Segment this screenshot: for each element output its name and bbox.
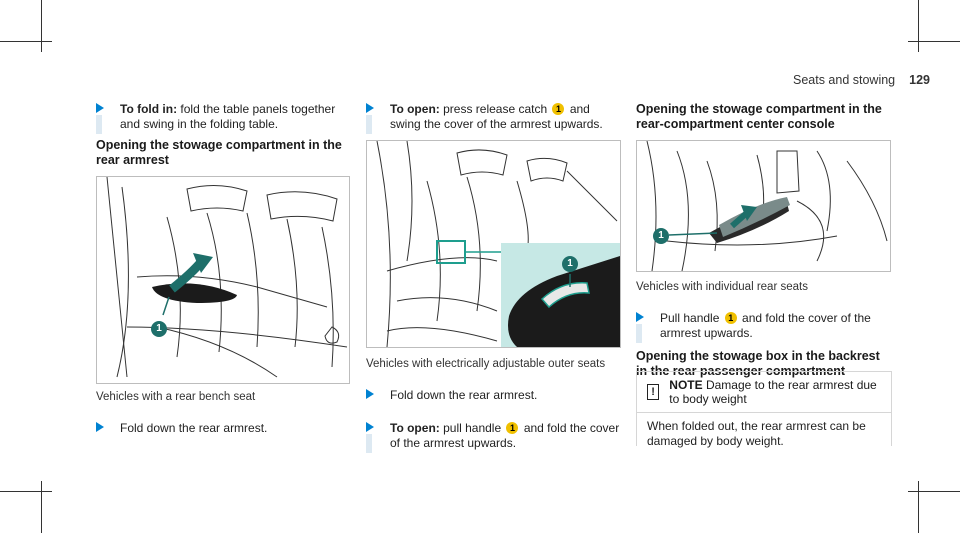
step-arrow-icon <box>366 389 374 399</box>
crop-mark <box>41 481 42 533</box>
step-pull-handle: Pull handle 1 and fold the cover of the … <box>636 311 892 343</box>
step-text: pull handle <box>439 421 505 435</box>
illustration-adjustable-seats <box>376 141 620 347</box>
step-fold-in: To fold in: fold the table panels togeth… <box>96 102 350 134</box>
figure-center-console: 1 <box>636 140 891 272</box>
step-fold-down: Fold down the rear armrest. <box>366 388 620 403</box>
step-text: and swing the cover of the armrest upwar… <box>390 102 603 131</box>
step-fold-down: Fold down the rear armrest. <box>96 421 350 436</box>
crop-mark <box>41 0 42 52</box>
section-title: Seats and stowing <box>792 73 896 87</box>
note-box: ! NOTE Damage to the rear armrest due to… <box>636 371 892 448</box>
figure-rear-bench-seat: 1 <box>96 176 350 384</box>
step-text: and fold the cover of the armrest upward… <box>390 421 620 450</box>
column-1: To fold in: fold the table panels togeth… <box>96 102 350 168</box>
note-text: Damage to the rear armrest due to body w… <box>669 378 877 406</box>
step-text: fold the table panels together and swing… <box>120 102 336 131</box>
crop-mark <box>0 491 52 492</box>
section-heading: Opening the stowage compartment in the r… <box>636 102 882 131</box>
step-text: press release catch <box>439 102 551 116</box>
note-header: ! NOTE Damage to the rear armrest due to… <box>637 372 891 413</box>
column-3-lower: Vehicles with individual rear seats Pull… <box>636 281 892 379</box>
crop-mark <box>918 481 919 533</box>
crop-mark <box>918 0 919 52</box>
figure-badge: 1 <box>567 258 573 269</box>
step-arrow-icon <box>96 103 104 113</box>
running-header: Seats and stowing 129 <box>793 73 930 87</box>
step-arrow-icon <box>636 312 644 322</box>
crop-mark <box>0 41 52 42</box>
step-text: Pull handle <box>660 311 723 325</box>
column-2-lower: Vehicles with electrically adjustable ou… <box>366 358 620 453</box>
note-title: NOTE <box>669 378 703 392</box>
step-arrow-icon <box>366 103 374 113</box>
column-1-lower: Vehicles with a rear bench seat Fold dow… <box>96 391 350 436</box>
step-arrow-icon <box>366 422 374 432</box>
step-label: To open: <box>390 102 440 116</box>
callout-badge: 1 <box>724 312 737 324</box>
step-arrow-icon <box>96 422 104 432</box>
step-bar <box>636 324 642 343</box>
step-text: and fold the cover of the armrest upward… <box>660 311 871 340</box>
column-3: Opening the stowage compartment in the r… <box>636 102 892 132</box>
warning-icon: ! <box>647 384 660 400</box>
step-text: Fold down the rear armrest. <box>120 421 268 435</box>
step-open-handle: To open: pull handle 1 and fold the cove… <box>366 421 620 453</box>
step-bar <box>366 434 372 453</box>
step-bar <box>366 115 372 134</box>
illustration-center-console <box>646 141 888 271</box>
page-number: 129 <box>909 73 930 87</box>
step-label: To open: <box>390 421 440 435</box>
figure-badge: 1 <box>658 230 664 241</box>
figure-caption: Vehicles with individual rear seats <box>636 281 808 293</box>
step-bar <box>96 115 102 134</box>
step-label: To fold in: <box>120 102 178 116</box>
callout-badge: 1 <box>506 422 519 434</box>
section-heading: Opening the stowage compartment in the r… <box>96 138 342 167</box>
crop-mark <box>908 41 960 42</box>
column-2: To open: press release catch 1 and swing… <box>366 102 620 134</box>
crop-mark <box>908 491 960 492</box>
step-text: Fold down the rear armrest. <box>390 388 538 402</box>
figure-adjustable-seats: 1 <box>366 140 621 348</box>
figure-caption: Vehicles with electrically adjustable ou… <box>366 358 606 370</box>
figure-badge: 1 <box>156 323 162 334</box>
illustration-rear-bench <box>106 177 348 378</box>
figure-caption: Vehicles with a rear bench seat <box>96 391 256 403</box>
note-body: When folded out, the rear armrest can be… <box>647 419 866 448</box>
callout-badge: 1 <box>552 103 565 115</box>
step-open-catch: To open: press release catch 1 and swing… <box>366 102 620 134</box>
